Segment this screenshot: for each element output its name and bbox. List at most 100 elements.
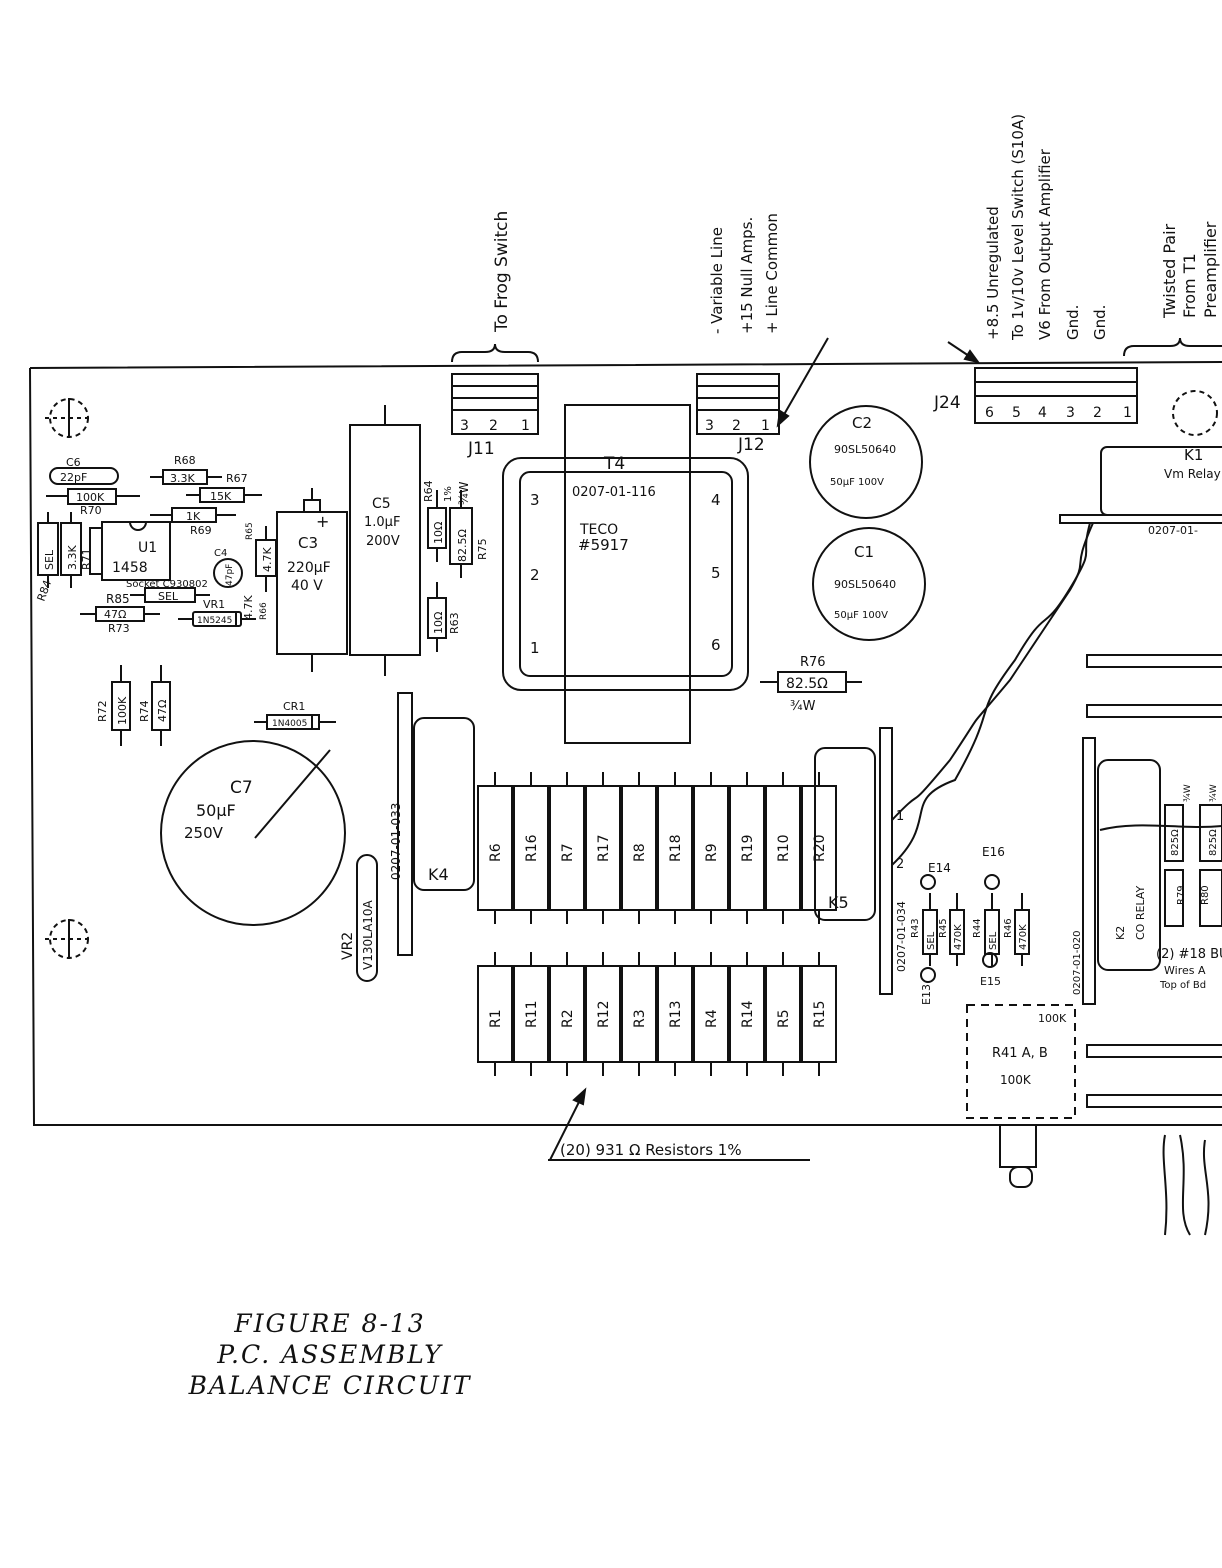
r67-label: R67 <box>226 472 248 485</box>
r64-value: 10Ω <box>432 522 445 544</box>
j11-connector <box>451 373 539 435</box>
k1-relay <box>1100 446 1222 516</box>
label-gnd-2: Gnd. <box>1091 305 1109 340</box>
resistor-note: (20) 931 Ω Resistors 1% <box>560 1141 742 1159</box>
k4-part: 0207-01-033 <box>389 803 403 880</box>
c3-voltage: 40 V <box>291 578 323 594</box>
socket-label: Socket C930802 <box>126 579 208 590</box>
r76-wattage: ¾W <box>790 699 816 714</box>
label-gnd-1: Gnd. <box>1064 305 1082 340</box>
c6-label: C6 <box>66 456 81 469</box>
r69-value: 1K <box>186 510 201 523</box>
r46-value: 470K <box>1018 924 1029 950</box>
mounting-hole <box>1172 390 1218 436</box>
u1-label: U1 <box>138 540 157 556</box>
t4-transformer <box>502 457 749 691</box>
array-resistor-label: R15 <box>812 1000 828 1028</box>
k1-label: K1 <box>1184 446 1203 464</box>
e13-label: E13 <box>920 984 933 1005</box>
c2-part: 90SL50640 <box>834 443 896 456</box>
array-resistor-label: R14 <box>740 1000 756 1028</box>
j24-pin: 3 <box>1066 405 1075 421</box>
r68-label: R68 <box>174 454 196 467</box>
r64-label: R64 <box>422 480 435 502</box>
t4-pin: 6 <box>711 636 721 654</box>
j24-pin: 1 <box>1123 405 1132 421</box>
e16-label: E16 <box>982 845 1005 859</box>
r63-value: 10Ω <box>432 612 445 634</box>
j11-pin: 3 <box>460 418 469 434</box>
r43-label: R43 <box>910 918 921 938</box>
t4-number: #5917 <box>578 536 629 554</box>
r73-label: R73 <box>108 622 130 635</box>
array-resistor-label: R12 <box>596 1000 612 1028</box>
vr1-value: 1N5245 <box>197 616 232 626</box>
vr1-label: VR1 <box>203 598 225 611</box>
wires-label-1: (2) #18 BU <box>1156 947 1222 962</box>
r72-label: R72 <box>96 700 109 722</box>
array-resistor-label: R13 <box>668 1000 684 1028</box>
r46-label: R46 <box>1003 918 1014 938</box>
k1-part: 0207-01- <box>1148 524 1198 537</box>
caption-line-2: P.C. ASSEMBLY <box>217 1340 443 1369</box>
r44-value: 470K <box>953 924 964 950</box>
c7-capacitor <box>160 740 346 926</box>
r80-label: R80 <box>1200 885 1211 905</box>
label-unregulated: +8.5 Unregulated <box>984 206 1002 340</box>
r72-value: 100K <box>116 696 129 725</box>
figure-caption: FIGURE 8-13 P.C. ASSEMBLY BALANCE CIRCUI… <box>170 1308 490 1401</box>
j24-pin: 4 <box>1038 405 1047 421</box>
array-resistor-label: R5 <box>776 1009 792 1028</box>
array-resistor-label: R7 <box>560 843 576 862</box>
j12-pin: 2 <box>732 418 741 434</box>
wires-label-2: Wires A <box>1164 964 1206 977</box>
c5-voltage: 200V <box>366 534 400 549</box>
r74-value: 47Ω <box>156 700 169 722</box>
c1-value: 50µF 100V <box>834 610 888 621</box>
k2-part: 0207-01-020 <box>1072 931 1083 995</box>
k4-label: K4 <box>428 865 449 884</box>
r66-label: R66 <box>259 602 269 620</box>
r71-value: 3.3K <box>66 545 79 570</box>
j12-pin: 3 <box>705 418 714 434</box>
k4-relay-body <box>413 717 475 891</box>
j24-pin: 6 <box>985 405 994 421</box>
array-resistor-label: R20 <box>812 834 828 862</box>
label-preamplifier: Preamplifier <box>1201 221 1220 318</box>
r69-label: R69 <box>190 524 212 537</box>
r63-label: R63 <box>448 612 461 634</box>
r45-value: SEL <box>988 931 999 950</box>
j11-pin: 1 <box>521 418 530 434</box>
e14-label: E14 <box>928 861 951 875</box>
r45-label: R45 <box>938 918 949 938</box>
label-line-common: + Line Common <box>763 213 781 334</box>
r67-value: 15K <box>210 490 232 503</box>
e15-label: E15 <box>980 975 1001 988</box>
label-frog-switch: To Frog Switch <box>492 211 512 333</box>
r75-label: R75 <box>476 538 489 560</box>
t4-label: T4 <box>603 454 625 474</box>
array-resistor-label: R1 <box>488 1009 504 1028</box>
c2-value: 50µF 100V <box>830 477 884 488</box>
c1-part: 90SL50640 <box>834 578 896 591</box>
label-from-t1: From T1 <box>1180 253 1199 318</box>
c1-label: C1 <box>854 543 874 561</box>
j12-connector <box>696 373 780 435</box>
array-resistor-label: R17 <box>596 834 612 862</box>
label-level-switch: To 1v/10v Level Switch (S10A) <box>1009 114 1027 341</box>
j12-label: J12 <box>737 435 765 455</box>
array-resistor-label: R9 <box>704 843 720 862</box>
array-resistor-label: R2 <box>560 1009 576 1028</box>
j11-pin: 2 <box>489 418 498 434</box>
cr1-value: 1N4005 <box>272 719 307 729</box>
label-twisted-pair: Twisted Pair <box>1160 223 1179 319</box>
k5-pin: 2 <box>896 857 904 872</box>
c5-label: C5 <box>372 496 391 512</box>
r85-value: SEL <box>158 590 179 603</box>
array-resistor-label: R4 <box>704 1009 720 1028</box>
board-outline <box>29 361 1222 1126</box>
array-resistor-label: R8 <box>632 843 648 862</box>
r79-wattage: ¾W <box>1183 784 1193 802</box>
